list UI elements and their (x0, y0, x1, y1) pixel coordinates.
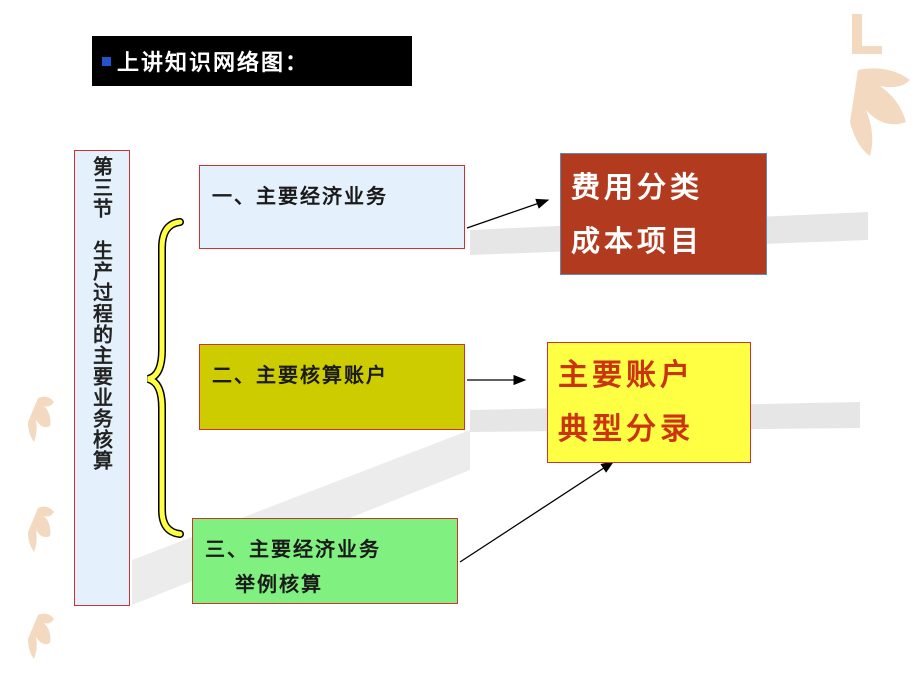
ornament-left-3-icon (28, 613, 54, 659)
arrow-3-to-result-2 (459, 461, 615, 563)
title-bar: 上讲知识网络图： (92, 36, 412, 86)
result-1-line2: 成本项目 (571, 224, 704, 258)
item-box-economic-activities: 一、主要经济业务 (199, 165, 465, 249)
result-2-line2: 典型分录 (558, 411, 694, 447)
result-2-line1: 主要账户 (558, 357, 694, 393)
item-box-main-accounts: 二、主要核算账户 (199, 344, 465, 430)
arrow-1-to-result-1 (466, 198, 550, 229)
result-box-journal-entries: 主要账户 典型分录 (547, 342, 751, 463)
item-label-3-line1: 三、主要经济业务 (205, 537, 381, 561)
side-label-box (74, 150, 130, 606)
curly-brace-fill (147, 219, 183, 537)
ornament-left-2-icon (28, 506, 54, 552)
side-label-text: 第三节 生产过程的主要业务核算 (89, 156, 114, 471)
item-label-3-line2: 举例核算 (235, 572, 323, 596)
ornament-top-right-icon (850, 14, 910, 156)
ornament-left-1-icon (28, 396, 54, 442)
result-1-line1: 费用分类 (571, 170, 704, 204)
item-label-2: 二、主要核算账户 (212, 363, 388, 387)
title-text: 上讲知识网络图： (117, 51, 310, 76)
result-box-cost-classification: 费用分类 成本项目 (560, 153, 767, 275)
item-box-examples: 三、主要经济业务 举例核算 (192, 518, 458, 604)
item-label-1: 一、主要经济业务 (212, 184, 388, 208)
square-bullet-icon (102, 56, 111, 66)
